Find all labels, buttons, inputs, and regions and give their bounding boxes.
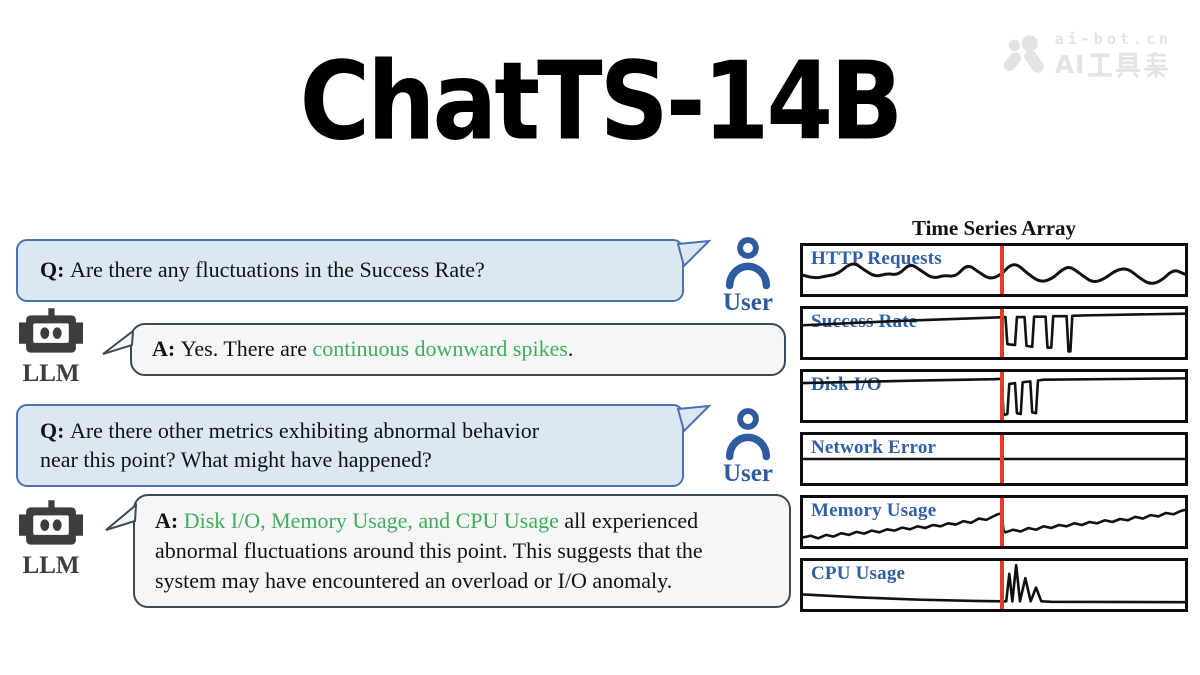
bubble-tail-right-icon (676, 239, 712, 268)
llm-actor-2: LLM (12, 500, 90, 579)
llm-actor-1: LLM (12, 308, 90, 387)
user-label: User (723, 289, 773, 316)
user-actor-2: User (704, 407, 792, 487)
series-label: CPU Usage (811, 563, 906, 584)
cjk-glyph-ji-icon (1144, 51, 1169, 78)
user-label: User (723, 460, 773, 487)
series-label: Network Error (811, 437, 937, 458)
paw-logo-icon (1003, 34, 1044, 73)
anomaly-line (999, 246, 1004, 294)
user-icon (725, 237, 771, 290)
sparkline-network-error (803, 457, 1185, 461)
series-label: Disk I/O (811, 374, 882, 395)
question-bubble-2: Q: Are there other metrics exhibiting ab… (16, 404, 712, 488)
sparkline-http-requests (803, 262, 1185, 285)
bubble-tail-right-icon (676, 404, 712, 433)
watermark: ai-bot.cn AI (1003, 30, 1172, 79)
anomaly-line (999, 309, 1004, 357)
robot-icon (19, 308, 83, 353)
cjk-glyph-ju-icon (1116, 52, 1141, 78)
watermark-ai-text: AI (1054, 50, 1086, 79)
anomaly-line (999, 372, 1004, 420)
timeseries-panel-cpu-usage: CPU Usage (800, 558, 1188, 612)
sparkline-success-rate (803, 312, 1185, 353)
answer-bubble-2: A: Disk I/O, Memory Usage, and CPU Usage… (105, 494, 791, 608)
bubble-tail-left-icon (102, 328, 135, 355)
llm-label: LLM (22, 552, 80, 579)
timeseries-panel-network-error: Network Error (800, 432, 1188, 486)
page-title: ChatTS-14B (299, 39, 904, 165)
answer-2-text: A: Disk I/O, Memory Usage, and CPU Usage… (155, 508, 703, 593)
answer-1-text: A: Yes. There are continuous downward sp… (152, 336, 574, 361)
anomaly-line (999, 498, 1004, 546)
timeseries-panel-memory-usage: Memory Usage (800, 495, 1188, 549)
sparkline-disk-io (803, 377, 1185, 417)
series-label: Memory Usage (811, 500, 937, 521)
timeseries-title: Time Series Array (911, 216, 1077, 240)
series-label: HTTP Requests (811, 248, 942, 269)
robot-icon (19, 500, 83, 545)
question-bubble-1: Q: Are there any fluctuations in the Suc… (16, 239, 712, 302)
anomaly-line (999, 561, 1004, 609)
watermark-brand: AI (1055, 50, 1170, 79)
sparkline-cpu-usage (803, 563, 1185, 604)
sparkline-memory-usage (803, 508, 1185, 540)
timeseries-array: HTTP Requests Success Rate Disk I/O Netw… (800, 243, 1188, 621)
question-1-text: Q: Are there any fluctuations in the Suc… (40, 257, 485, 282)
cjk-glyph-gong-icon (1088, 52, 1113, 77)
question-2-text: Q: Are there other metrics exhibiting ab… (40, 418, 540, 472)
user-actor-1: User (704, 236, 792, 316)
anomaly-line (999, 435, 1004, 483)
llm-label: LLM (22, 360, 80, 387)
user-icon (725, 408, 771, 461)
answer-bubble-1: A: Yes. There are continuous downward sp… (102, 323, 786, 376)
timeseries-panel-http-requests: HTTP Requests (800, 243, 1188, 297)
watermark-url: ai-bot.cn (1054, 30, 1172, 48)
timeseries-panel-success-rate: Success Rate (800, 306, 1188, 360)
bubble-tail-left-icon (105, 502, 138, 531)
timeseries-panel-disk-io: Disk I/O (800, 369, 1188, 423)
